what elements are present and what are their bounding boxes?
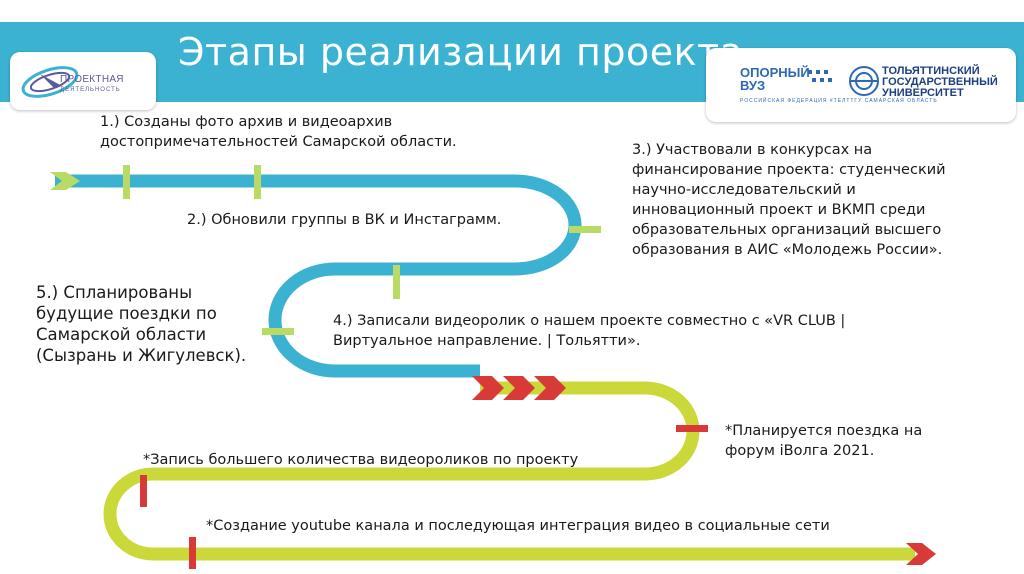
project-activity-logo [10, 52, 156, 110]
plan-3-text: *Создание youtube канала и последующая и… [206, 518, 830, 534]
marker-red [189, 537, 196, 569]
start-chevron-icon [50, 172, 80, 190]
left-logo-text: ПРОЕКТНАЯ ДЕЯТЕЛЬНОСТЬ [60, 74, 124, 96]
plan-1-text: *Планируется поездка на форум iВолга 202… [725, 423, 923, 459]
green-markers [123, 165, 601, 335]
left-logo-line2: ДЕЯТЕЛЬНОСТЬ [60, 87, 121, 93]
red-chevron-icon [503, 376, 535, 400]
red-markers [140, 425, 708, 569]
marker-green [254, 165, 261, 199]
university-logo-card [706, 48, 1016, 122]
marker-green [393, 265, 400, 299]
marker-green [123, 165, 130, 199]
university-name-text: ТОЛЬЯТТИНСКИЙ ГОСУДАРСТВЕННЫЙ УНИВЕРСИТЕ… [882, 65, 998, 99]
marker-green [262, 328, 294, 335]
marker-green [569, 226, 601, 233]
step-1-text: 1.) Созданы фото архив и видеоархив дост… [100, 114, 457, 150]
road-green-segment [103, 381, 915, 561]
step-2-text: 2.) Обновили группы в ВК и Инстаграмм. [187, 212, 502, 228]
plan-2-text: *Запись большего количества видеороликов… [143, 452, 579, 468]
university-emblem-icon [808, 66, 879, 96]
step-5-text: 5.) Спланированы будущие поездки по Сама… [36, 283, 247, 365]
red-chevron-icon [534, 376, 566, 400]
left-logo-line1: ПРОЕКТНАЯ [60, 74, 124, 85]
red-chevrons [472, 376, 566, 400]
end-arrow-icon [906, 543, 936, 565]
opornyi-vuz-text: ОПОРНЫЙ ВУЗ [740, 65, 810, 93]
road-blue-segment [55, 174, 582, 378]
university-subtitle: РОССИЙСКАЯ ФЕДЕРАЦИЯ #ТЕЛТТГУ САМАРСКАЯ … [740, 98, 938, 104]
slide-title: Этапы реализации проекта [178, 30, 744, 74]
logo-swoosh-icon [21, 66, 79, 98]
step-4-text: 4.) Записали видеоролик о нашем проекте … [333, 313, 846, 349]
red-chevron-icon [472, 376, 504, 400]
marker-red [676, 425, 708, 432]
step-3-text: 3.) Участвовали в конкурсах на финансиро… [632, 142, 946, 258]
marker-red [140, 475, 147, 507]
